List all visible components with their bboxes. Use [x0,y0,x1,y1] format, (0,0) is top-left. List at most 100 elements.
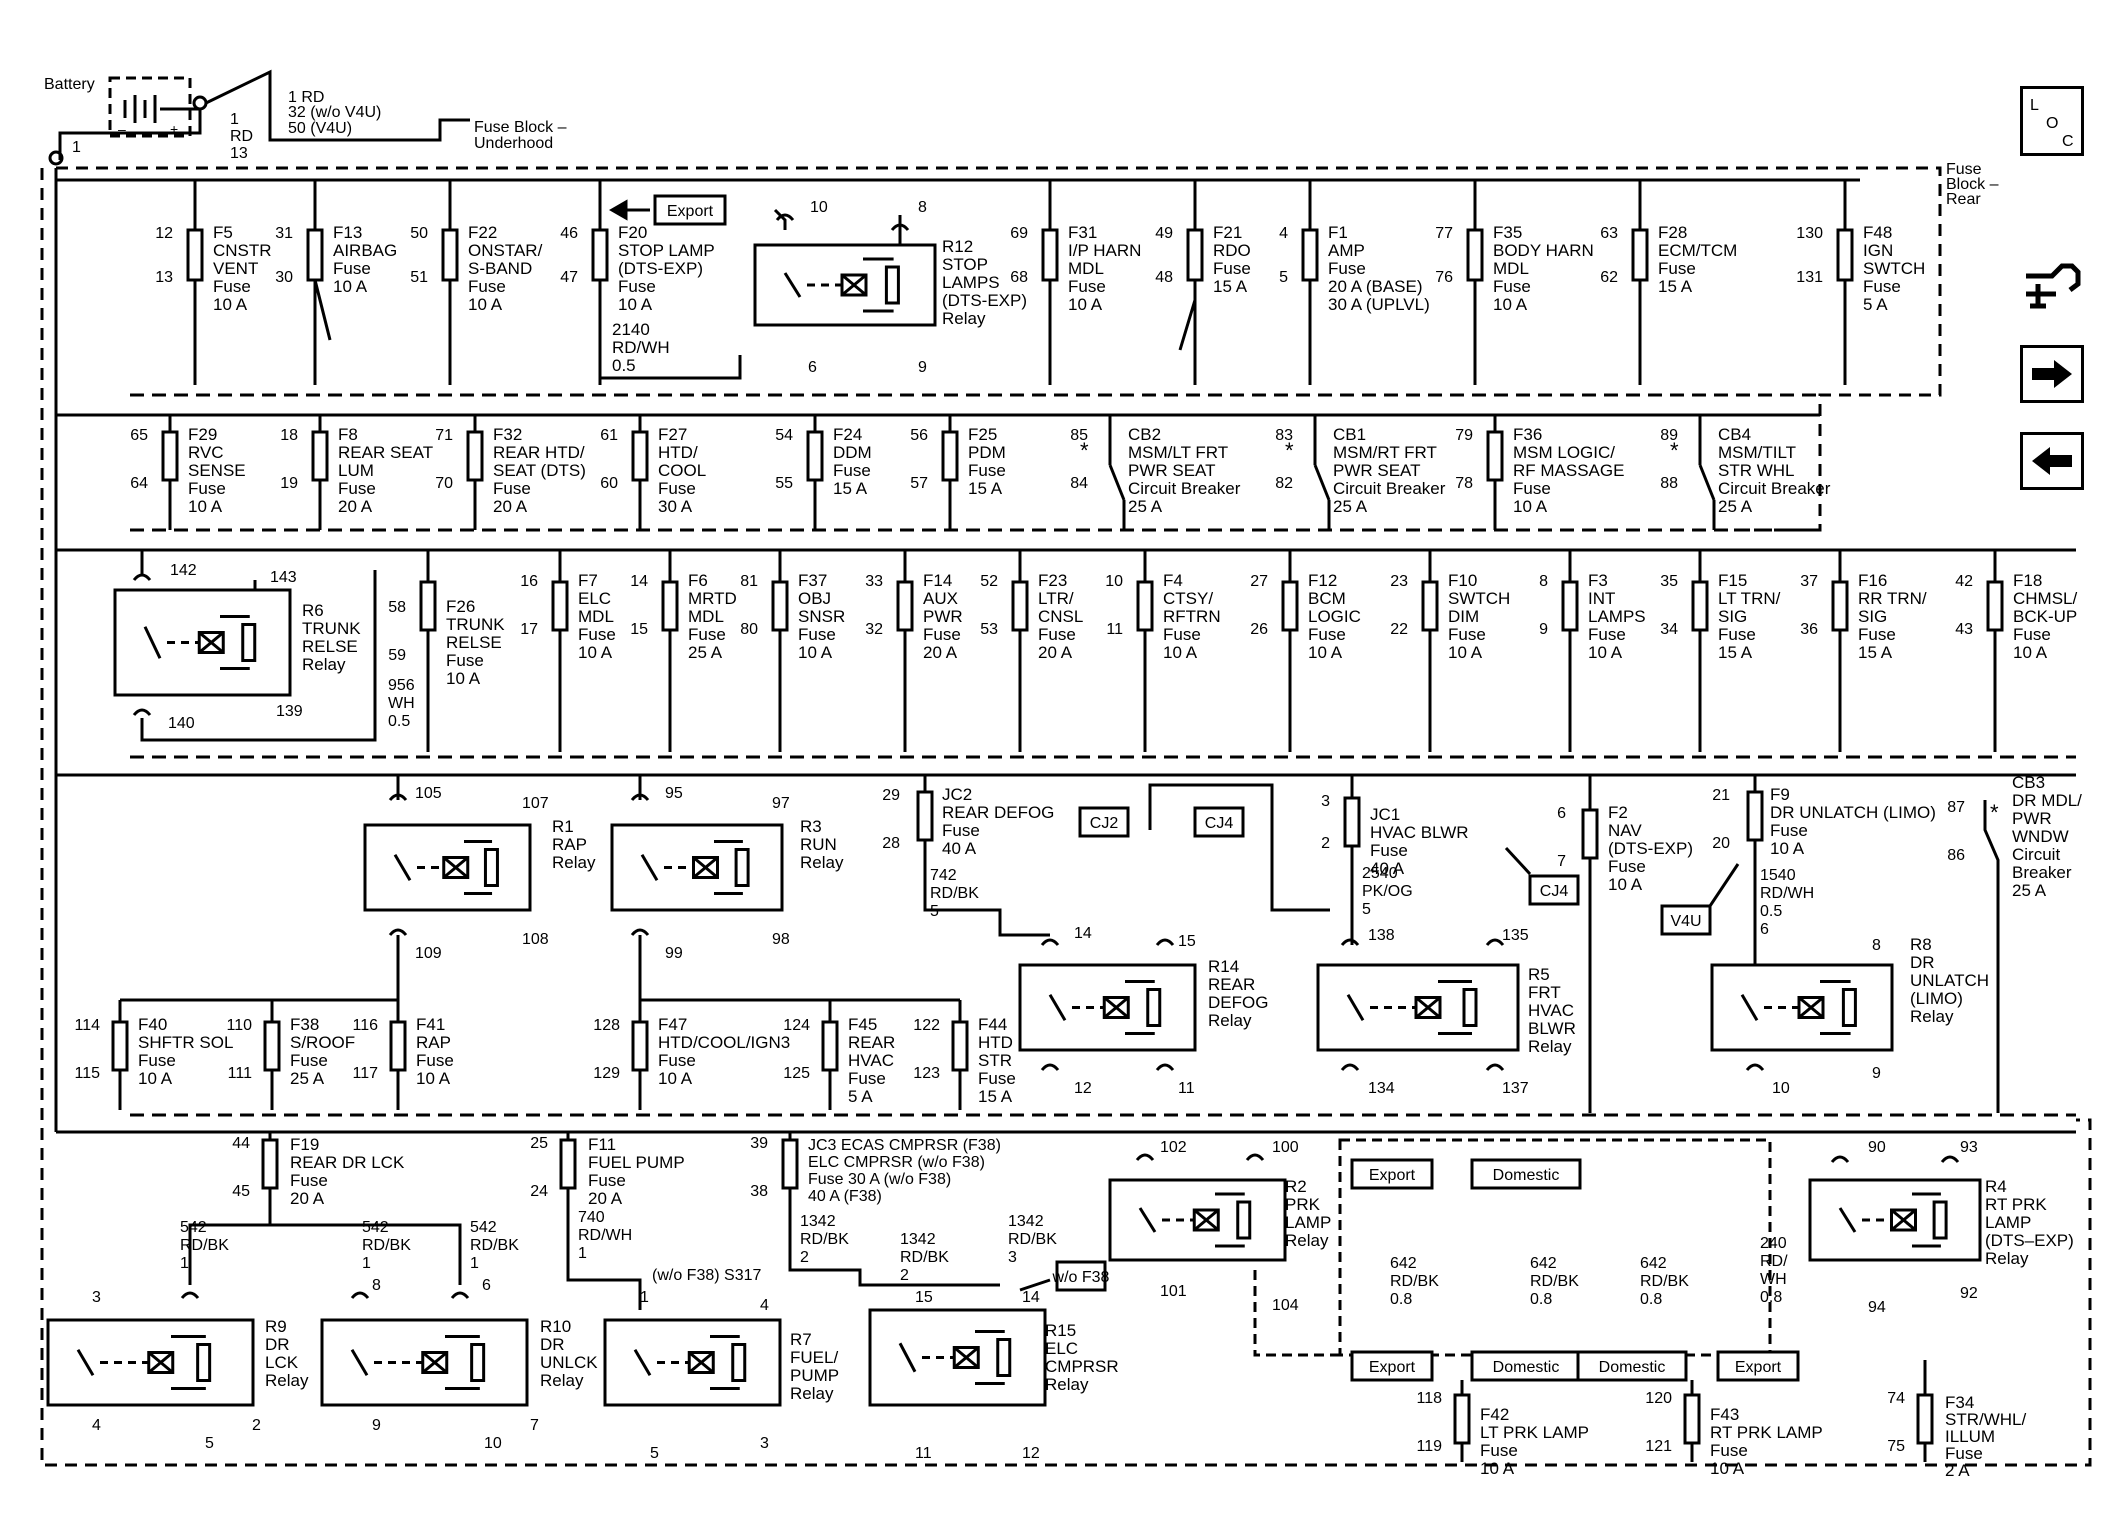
fuse-F42-line: F42 [1480,1405,1509,1424]
r5-pin: 135 [1502,927,1529,944]
fuse-F10-line: 10 A [1448,643,1483,662]
r6-pin: 143 [270,569,297,586]
jc1-pin: 3 [1321,793,1330,810]
relay-R5-line: FRT [1528,983,1561,1002]
r4-pin: 93 [1960,1139,1978,1156]
fuse-F22 [441,228,459,282]
fuse-pin-out: 26 [1250,621,1268,638]
fuse-f43 [1683,1393,1701,1445]
fuse-F15-line: Fuse [1718,625,1756,644]
r12-lead [773,208,787,230]
fuse-pin-in: 89 [1660,427,1678,444]
fuse-F20-line: Fuse [618,277,656,296]
fuse-F23-line: Fuse [1038,625,1076,644]
r3-pin: 99 [665,945,683,962]
r14-pin: 12 [1074,1080,1092,1097]
connector-view-button[interactable] [2020,258,2084,316]
jc1-pin: 2 [1321,835,1330,852]
cj2-tag [1078,806,1130,838]
fuse-F27-line: F27 [658,425,687,444]
export-tag-2 [1350,1350,1434,1382]
fuse-F44-line: F44 [978,1015,1007,1034]
r6-pin: 139 [276,703,303,720]
next-page-button[interactable] [2020,345,2084,403]
fuse-pin-out: 19 [280,475,298,492]
fuse-F12-line: Fuse [1308,625,1346,644]
f26-wire-line: 956 [388,677,415,694]
fuse-F31-line: F31 [1068,223,1097,242]
relay-R3-line: Relay [800,853,844,872]
fuse-F28-line: Fuse [1658,259,1696,278]
fuse-pin-in: 52 [980,573,998,590]
fuse-F16-line: SIG [1858,607,1887,626]
fuse-F4-line: 10 A [1163,643,1198,662]
fuse-F21-line: Fuse [1213,259,1251,278]
fuse-pin-in: 85 [1070,427,1088,444]
fuse-F13-line: F13 [333,223,362,242]
fuse-pin-out: 47 [560,269,578,286]
r15-pin: 15 [915,1289,933,1306]
f19-pin: 45 [232,1183,250,1200]
battery-label: Battery [44,76,95,93]
r12-pin: 6 [808,359,817,376]
r14-pin: 11 [1178,1080,1195,1097]
fuse-F37-line: SNSR [798,607,845,626]
previous-page-button[interactable] [2020,432,2084,490]
f42-pin: 119 [1416,1438,1442,1455]
relay-R14-line: Relay [1208,1011,1252,1030]
r7-pin: 1 [640,1289,649,1306]
relay-switch [393,853,412,882]
cb-star: * [1670,438,1679,463]
fuse-F6-line: Fuse [688,625,726,644]
fuse-F1-line: F1 [1328,223,1348,242]
relay-diode [483,848,499,887]
w642b-line: 0.8 [1530,1291,1552,1308]
domestic-tag-2-label: Domestic [1493,1359,1560,1376]
r10-conn [450,1291,470,1299]
v4u-arrow [1708,863,1740,907]
fuse-F1-line: Fuse [1328,259,1366,278]
relay-R9 [46,1318,255,1407]
fuse-F35-line: BODY HARN [1493,241,1594,260]
fuse-pin-out: 9 [1539,621,1548,638]
fuse-F8-line: Fuse [338,479,376,498]
fuse-JC2-line: Fuse [942,821,980,840]
fuse-F4 [1136,580,1154,632]
cb3-line: Breaker [2012,863,2072,882]
fuse-F22-line: ONSTAR/ [468,241,543,260]
relay-R5-line: BLWR [1528,1019,1576,1038]
relay-R1-line: RAP [552,835,587,854]
fuse-F48 [1836,228,1854,282]
fuse-pin-out: 60 [600,475,618,492]
r9-pin: 4 [92,1417,101,1434]
fuse-F31-line: MDL [1068,259,1104,278]
jc2-run [923,840,1050,937]
fuse-F32-line: Fuse [493,479,531,498]
f45-pin: 125 [783,1065,810,1082]
fuse-F26-line: TRUNK [446,615,505,634]
fuse-F15-line: SIG [1718,607,1747,626]
wo-f38-tag [1055,1260,1107,1292]
r14-conn [1040,938,1060,946]
fuse-F7-line: ELC [578,589,611,608]
f20-wire-line: RD/WH [612,338,670,357]
f9-wire-label-line: 1540 [1760,867,1796,884]
fuse-F34-line: 2 A [1945,1461,1970,1480]
domestic-tag-2 [1470,1350,1582,1382]
connector-view-icon [2026,263,2081,309]
fuse-JC1-line: Fuse [1370,841,1408,860]
w642b-line: 642 [1530,1255,1557,1272]
f41-pin: 116 [352,1017,378,1034]
fuse-F11 [559,1138,577,1190]
fuse-F18-line: 10 A [2013,643,2048,662]
jc2-pin: 29 [882,787,900,804]
loc-button[interactable]: L O C [2020,86,2084,156]
relay-R6-line: RELSE [302,637,358,656]
fuse-F10-line: Fuse [1448,625,1486,644]
w642b-line: RD/BK [1530,1273,1579,1290]
fuse-pin-in: 46 [560,225,578,242]
relay-diode [731,1343,747,1382]
fuse-pin-in: 58 [388,599,406,616]
r4-conn [1940,1155,1960,1163]
w1342b-line: 1342 [900,1231,936,1248]
